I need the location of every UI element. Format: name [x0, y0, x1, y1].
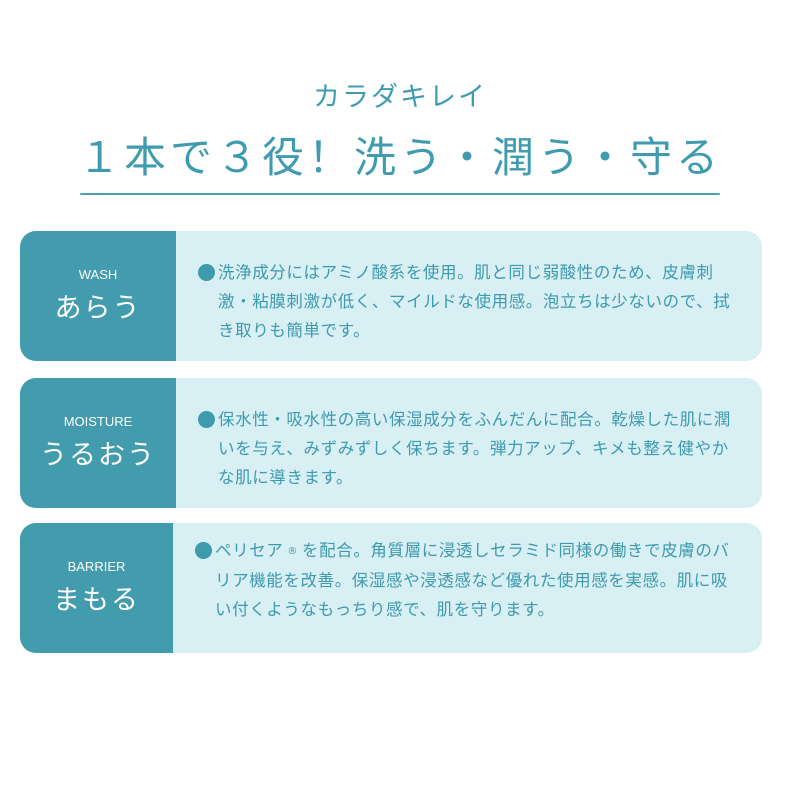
registered-mark: ® — [287, 546, 299, 557]
card-label-barrier: BARRIER まもる — [20, 523, 173, 653]
card-text-after-mark: を配合。角質層に浸透しセラミド同様の働きで皮膚のバリア機能を改善。保湿感や浸透感… — [215, 541, 730, 619]
feature-card-wash: WASH あらう 洗浄成分にはアミノ酸系を使用。肌と同じ弱酸性のため、皮膚刺激・… — [20, 231, 762, 361]
card-text: 保水性・吸水性の高い保湿成分をふんだんに配合。乾燥した肌に潤いを与え、みずみずし… — [218, 410, 731, 487]
headline: １本で３役！洗う・潤う・守る — [77, 133, 722, 182]
card-jp-label: まもる — [53, 585, 140, 616]
card-en-label: MOISTURE — [63, 414, 133, 429]
card-description: 保水性・吸水性の高い保湿成分をふんだんに配合。乾燥した肌に潤いを与え、みずみずし… — [176, 378, 762, 508]
card-description: 洗浄成分にはアミノ酸系を使用。肌と同じ弱酸性のため、皮膚刺激・粘膜刺激が低く、マ… — [176, 231, 762, 361]
card-label-moisture: MOISTURE うるおう — [20, 378, 176, 508]
card-label-wash: WASH あらう — [20, 231, 176, 361]
headline-underline — [80, 193, 720, 195]
card-text-before-mark: ペリセア — [215, 541, 284, 560]
card-en-label: BARRIER — [67, 559, 126, 574]
bullet-circle-icon — [198, 264, 215, 281]
brand-name: カラダキレイ — [313, 82, 487, 113]
card-jp-label: あらう — [54, 293, 142, 324]
feature-card-moisture: MOISTURE うるおう 保水性・吸水性の高い保湿成分をふんだんに配合。乾燥し… — [20, 378, 762, 508]
card-jp-label: うるおう — [40, 440, 156, 471]
bullet-circle-icon — [198, 411, 215, 428]
feature-card-barrier: BARRIER まもる ペリセア®を配合。角質層に浸透しセラミド同様の働きで皮膚… — [20, 523, 762, 653]
card-description: ペリセア®を配合。角質層に浸透しセラミド同様の働きで皮膚のバリア機能を改善。保湿… — [173, 523, 762, 653]
bullet-circle-icon — [195, 542, 212, 559]
card-en-label: WASH — [78, 267, 118, 282]
card-text: 洗浄成分にはアミノ酸系を使用。肌と同じ弱酸性のため、皮膚刺激・粘膜刺激が低く、マ… — [218, 263, 731, 340]
